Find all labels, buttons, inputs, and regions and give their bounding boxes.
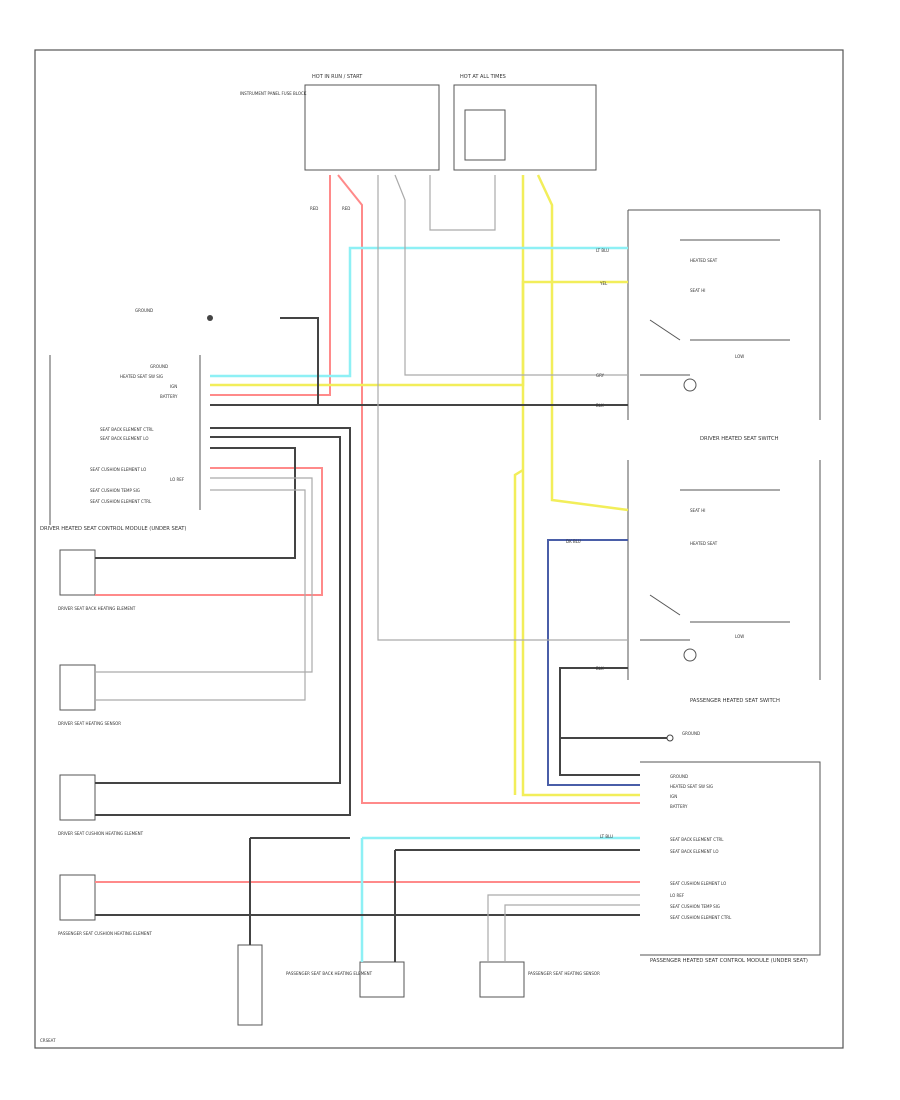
wire-black xyxy=(95,317,670,962)
fuse-block: HOT IN RUN / START INSTRUMENT PANEL FUSE… xyxy=(240,74,440,171)
passenger-switch-label: PASSENGER HEATED SEAT SWITCH xyxy=(690,698,780,704)
passenger-back-element-label: PASSENGER SEAT BACK HEATING ELEMENT xyxy=(286,971,373,976)
pass-pin-back-lo: SEAT BACK ELEMENT LO xyxy=(670,849,719,854)
pass-pin-ign: IGN xyxy=(670,794,677,799)
wire-dkblue xyxy=(547,539,640,786)
passenger-switch-hi: SEAT HI xyxy=(690,508,705,513)
driver-back-element: DRIVER SEAT BACK HEATING ELEMENT xyxy=(58,549,136,611)
ground-top: GROUND xyxy=(135,308,213,321)
footer-code: CRSEAT xyxy=(40,1038,56,1043)
driver-pin-battery: BATTERY xyxy=(160,394,178,399)
wire-red xyxy=(95,174,640,883)
pass-pin-ground: GROUND xyxy=(670,774,688,779)
pass-pin-cush-lo: SEAT CUSHION ELEMENT LO xyxy=(670,881,726,886)
tag-ltblu-2: LT BLU xyxy=(600,834,613,839)
driver-module-box: DRIVER HEATED SEAT CONTROL MODULE (UNDER… xyxy=(40,355,201,532)
pass-pin-battery: BATTERY xyxy=(670,804,688,809)
driver-pin-cush-ctrl: SEAT CUSHION ELEMENT CTRL xyxy=(90,499,152,504)
passenger-module-label: PASSENGER HEATED SEAT CONTROL MODULE (UN… xyxy=(650,958,808,964)
driver-sensor: DRIVER SEAT HEATING SENSOR xyxy=(58,664,121,726)
relay-label: HOT AT ALL TIMES xyxy=(460,74,506,80)
passenger-module-box: PASSENGER HEATED SEAT CONTROL MODULE (UN… xyxy=(640,761,821,964)
driver-switch-heated: HEATED SEAT xyxy=(690,258,718,263)
wire-yellow xyxy=(210,174,640,797)
ground-top-label: GROUND xyxy=(135,308,153,313)
tag-red-2: RED xyxy=(342,206,350,211)
driver-back-element-label: DRIVER SEAT BACK HEATING ELEMENT xyxy=(58,606,136,611)
driver-module-pins: GROUND HEATED SEAT SW SIG IGN BATTERY SE… xyxy=(90,364,185,504)
passenger-cushion-element: PASSENGER SEAT CUSHION HEATING ELEMENT xyxy=(58,874,152,936)
tag-dkblu: DK BLU xyxy=(566,539,581,544)
passenger-back-element: PASSENGER SEAT BACK HEATING ELEMENT xyxy=(286,961,405,998)
driver-switch-lo: LOW xyxy=(735,354,744,359)
driver-cushion-element-label: DRIVER SEAT CUSHION HEATING ELEMENT xyxy=(58,831,144,836)
passenger-module-pins: GROUND HEATED SEAT SW SIG IGN BATTERY SE… xyxy=(670,774,732,920)
pass-pin-sw-sig: HEATED SEAT SW SIG xyxy=(670,784,713,789)
pass-pin-cush-ctrl: SEAT CUSHION ELEMENT CTRL xyxy=(670,915,732,920)
driver-pin-back-ctrl: SEAT BACK ELEMENT CTRL xyxy=(100,427,154,432)
passenger-switch-lo: LOW xyxy=(735,634,744,639)
driver-module-label: DRIVER HEATED SEAT CONTROL MODULE (UNDER… xyxy=(40,526,186,532)
splice-block xyxy=(237,944,263,1026)
wire-ltblue xyxy=(210,246,640,962)
pass-pin-back-ctrl: SEAT BACK ELEMENT CTRL xyxy=(670,837,724,842)
fuse-block-label: HOT IN RUN / START xyxy=(312,74,363,80)
passenger-switch-box: SEAT HI HEATED SEAT LOW PASSENGER HEATED… xyxy=(627,460,821,704)
driver-switch-hi: SEAT HI xyxy=(690,288,705,293)
passenger-switch-heated: HEATED SEAT xyxy=(690,541,718,546)
tag-blk-2: BLK xyxy=(596,666,604,671)
wire-gray xyxy=(95,174,640,962)
driver-pin-cush-temp: SEAT CUSHION TEMP SIG xyxy=(90,488,140,493)
tag-blk: BLK xyxy=(596,403,604,408)
driver-pin-ground: GROUND xyxy=(150,364,168,369)
ground-bottom: GROUND xyxy=(666,731,700,742)
passenger-sensor: PASSENGER SEAT HEATING SENSOR xyxy=(479,961,600,998)
diagram-frame xyxy=(34,49,844,1049)
driver-sensor-label: DRIVER SEAT HEATING SENSOR xyxy=(58,721,121,726)
tag-gry: GRY xyxy=(596,373,605,378)
driver-pin-lo-ref: LO REF xyxy=(170,477,185,482)
tag-red-1: RED xyxy=(310,206,318,211)
ground-bottom-label: GROUND xyxy=(682,731,700,736)
pass-pin-lo-ref: LO REF xyxy=(670,893,685,898)
relay-box: HOT AT ALL TIMES xyxy=(453,74,597,171)
pass-pin-cush-temp: SEAT CUSHION TEMP SIG xyxy=(670,904,720,909)
fuse-block-side-text: INSTRUMENT PANEL FUSE BLOCK xyxy=(240,91,307,96)
passenger-sensor-label: PASSENGER SEAT HEATING SENSOR xyxy=(528,971,600,976)
driver-switch-box: HEATED SEAT SEAT HI LOW DRIVER HEATED SE… xyxy=(627,209,821,442)
passenger-cushion-element-label: PASSENGER SEAT CUSHION HEATING ELEMENT xyxy=(58,931,152,936)
tag-ltblu: LT BLU xyxy=(596,248,609,253)
driver-pin-back-lo: SEAT BACK ELEMENT LO xyxy=(100,436,149,441)
driver-pin-ign: IGN xyxy=(170,384,177,389)
driver-pin-cush-lo: SEAT CUSHION ELEMENT LO xyxy=(90,467,146,472)
tag-yel: YEL xyxy=(599,281,608,286)
driver-pin-sw-sig: HEATED SEAT SW SIG xyxy=(120,374,163,379)
wire-tags: RED RED LT BLU YEL GRY BLK DK BLU BLK LT… xyxy=(310,206,613,839)
driver-switch-label: DRIVER HEATED SEAT SWITCH xyxy=(700,436,779,442)
driver-cushion-element: DRIVER SEAT CUSHION HEATING ELEMENT xyxy=(58,774,144,836)
